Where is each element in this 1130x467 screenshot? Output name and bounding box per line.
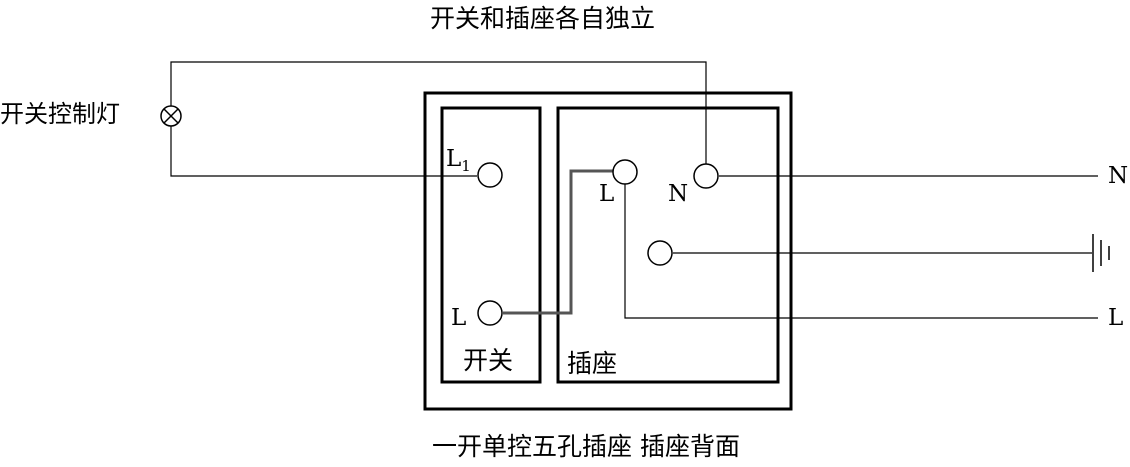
panel-outline: [423, 91, 793, 411]
terminal-socket-n: [693, 163, 719, 189]
socket-box: [556, 106, 780, 384]
terminal-socket-l: [612, 159, 638, 185]
lamp-label: 开关控制灯: [0, 100, 120, 128]
switch-l1-base: L: [446, 146, 462, 172]
diagram-caption: 一开单控五孔插座 插座背面: [432, 432, 740, 461]
diagram-title: 开关和插座各自独立: [430, 4, 656, 33]
wire-socket-l-out: [624, 184, 1098, 319]
switch-l-label: L: [451, 305, 467, 331]
line-n-label: N: [1108, 163, 1129, 189]
line-l-label: L: [1108, 305, 1124, 331]
socket-n-label: N: [668, 181, 689, 207]
wire-lamp-to-l1: [170, 124, 477, 177]
wire-lamp-to-n: [170, 61, 707, 166]
terminal-switch-l: [477, 300, 503, 326]
terminal-socket-ground: [647, 240, 673, 266]
socket-l-label: L: [599, 181, 615, 207]
socket-box-label: 插座: [567, 349, 618, 378]
jumper-switch-l-to-socket-l: [503, 169, 613, 315]
switch-l1-subscript: 1: [461, 157, 471, 175]
switch-box-label: 开关: [463, 346, 514, 375]
ground-symbol-icon: [1092, 234, 1110, 272]
lamp-cross-icon: [160, 105, 182, 127]
switch-box: [440, 106, 542, 384]
terminal-switch-l1: [477, 162, 503, 188]
switch-l1-label: L1: [446, 146, 471, 174]
